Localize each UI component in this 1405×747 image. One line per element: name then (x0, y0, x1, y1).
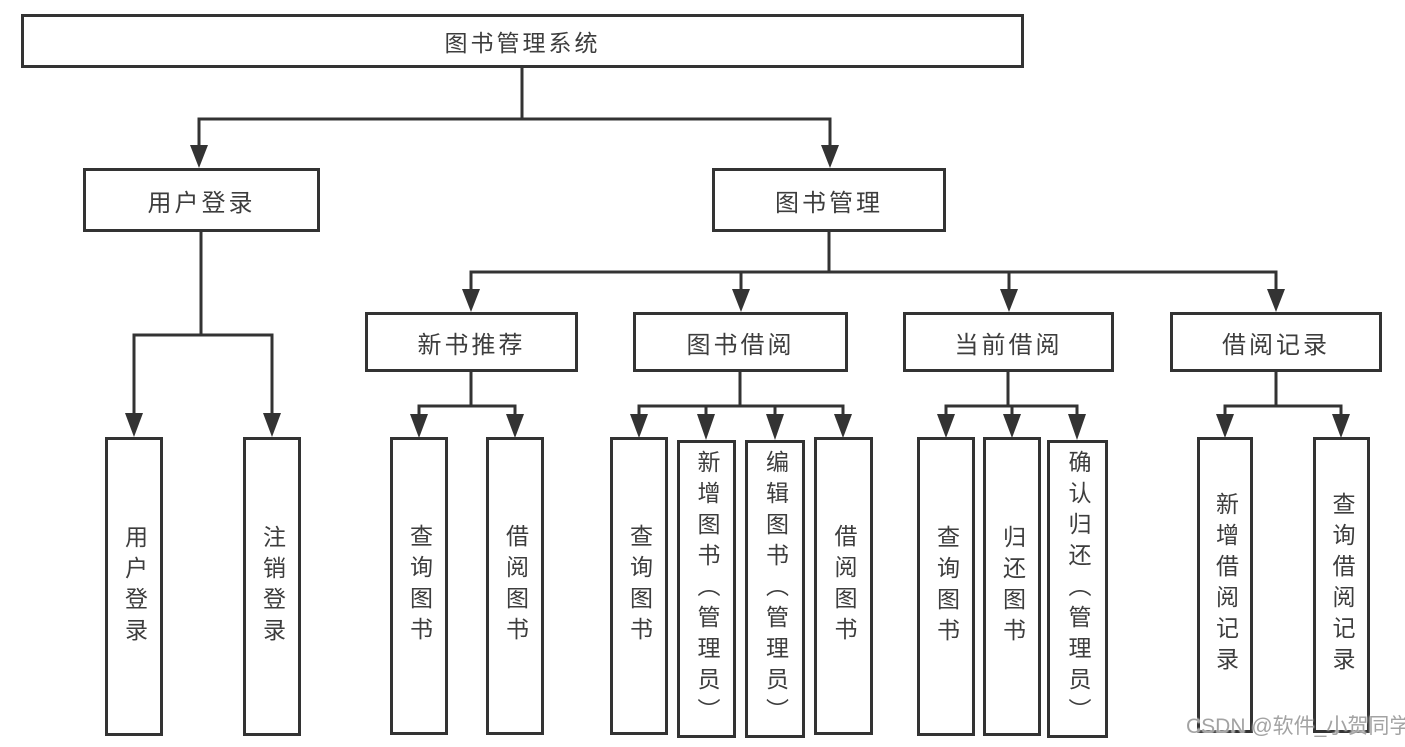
node-label: 查询图书 (406, 524, 433, 648)
node-label: 查询借阅记录 (1329, 492, 1355, 678)
node-label: 图书借阅 (686, 331, 795, 359)
node-label: 借阅图书 (502, 524, 529, 648)
leaf-borrow-books: 借阅图书 (814, 437, 873, 735)
node-label: 用户登录 (147, 189, 256, 217)
node-label: 编辑图书（管理员） (762, 449, 789, 729)
leaf-query-books-borrow: 查询图书 (610, 437, 668, 735)
leaf-user-login: 用户登录 (105, 437, 163, 736)
node-book-borrowing: 图书借阅 (633, 312, 848, 372)
node-book-management: 图书管理 (712, 168, 946, 232)
leaf-add-books-admin: 新增图书（管理员） (677, 440, 736, 738)
node-user-login: 用户登录 (83, 168, 320, 232)
node-label: 查询图书 (933, 524, 960, 649)
node-label: 新书推荐 (417, 331, 526, 359)
leaf-return-books: 归还图书 (983, 437, 1041, 736)
leaf-logout: 注销登录 (243, 437, 301, 736)
node-label: 图书管理 (775, 189, 883, 217)
leaf-query-books-current: 查询图书 (917, 437, 975, 736)
node-new-book-recommendation: 新书推荐 (365, 312, 578, 372)
node-label: 归还图书 (999, 524, 1026, 649)
node-label: 图书管理系统 (444, 30, 601, 56)
node-label: 新增图书（管理员） (694, 449, 720, 729)
node-label: 查询图书 (626, 524, 653, 648)
node-label: 借阅图书 (831, 524, 857, 648)
leaf-confirm-return-admin: 确认归还（管理员） (1047, 440, 1108, 738)
csdn-watermark: CSDN @软件_小贺同学 (1186, 715, 1405, 738)
node-label: 借阅记录 (1222, 331, 1330, 359)
leaf-query-books-recommend: 查询图书 (390, 437, 448, 735)
node-current-borrowing: 当前借阅 (903, 312, 1114, 372)
leaf-edit-books-admin: 编辑图书（管理员） (745, 440, 805, 738)
node-library-management-system: 图书管理系统 (21, 14, 1024, 68)
node-label: 用户登录 (121, 524, 148, 649)
leaf-borrow-books-recommend: 借阅图书 (486, 437, 544, 735)
node-label: 确认归还（管理员） (1065, 449, 1091, 729)
node-label: 新增借阅记录 (1212, 492, 1239, 678)
leaf-add-borrow-record: 新增借阅记录 (1197, 437, 1253, 733)
leaf-query-borrow-record: 查询借阅记录 (1313, 437, 1370, 733)
node-label: 注销登录 (259, 524, 286, 649)
node-borrowing-records: 借阅记录 (1170, 312, 1382, 372)
node-label: 当前借阅 (954, 331, 1063, 359)
